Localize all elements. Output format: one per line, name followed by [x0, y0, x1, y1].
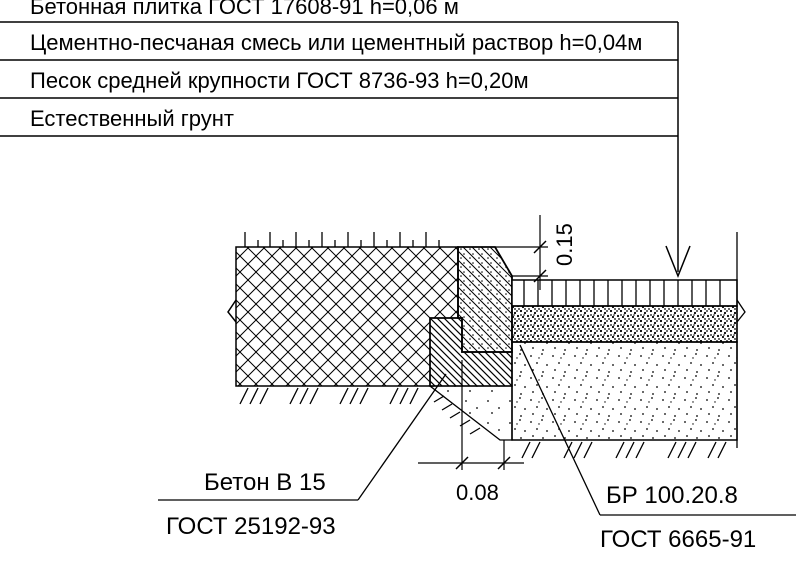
lattice-block — [235, 246, 459, 387]
curb-stone — [457, 246, 513, 353]
layer-label-mortar: Цементно-песчаная смесь или цементный ра… — [30, 30, 642, 55]
dimension-height: 0.15 — [495, 215, 577, 290]
break-mark — [736, 299, 746, 323]
tile-joints — [523, 280, 721, 306]
dimension-width-label: 0.08 — [456, 480, 499, 505]
callout-concrete-line2: ГОСТ 25192-93 — [166, 513, 336, 540]
tile-layer — [511, 279, 738, 307]
dimension-width: 0.08 — [418, 360, 524, 505]
layer-annotation-table: Бетонная плитка ГОСТ 17608-91 h=0,06 м Ц… — [0, 0, 691, 279]
cross-section — [227, 232, 746, 459]
break-mark — [227, 299, 237, 323]
leader-arrow-icon — [665, 245, 691, 279]
surface-ticks-left — [244, 232, 440, 247]
dimension-height-label: 0.15 — [552, 223, 577, 266]
layer-label-soil: Естественный грунт — [30, 106, 234, 131]
callout-curb-line1: БР 100.20.8 — [606, 482, 738, 509]
mortar-layer — [511, 305, 738, 343]
layer-label-sand: Песок средней крупности ГОСТ 8736-93 h=0… — [30, 68, 529, 93]
concrete-base-fill — [428, 385, 513, 441]
ground-symbol-slope — [433, 395, 481, 435]
sand-layer — [511, 341, 738, 441]
callout-concrete-line1: Бетон В 15 — [204, 469, 326, 496]
layer-label-tile: Бетонная плитка ГОСТ 17608-91 h=0,06 м — [30, 0, 459, 19]
callout-curb-line2: ГОСТ 6665-91 — [600, 526, 756, 553]
ground-symbol-right — [521, 441, 727, 459]
callout-curb: БР 100.20.8 ГОСТ 6665-91 — [519, 344, 796, 553]
callout-concrete: Бетон В 15 ГОСТ 25192-93 — [158, 373, 447, 540]
ground-symbol-left — [239, 387, 419, 405]
